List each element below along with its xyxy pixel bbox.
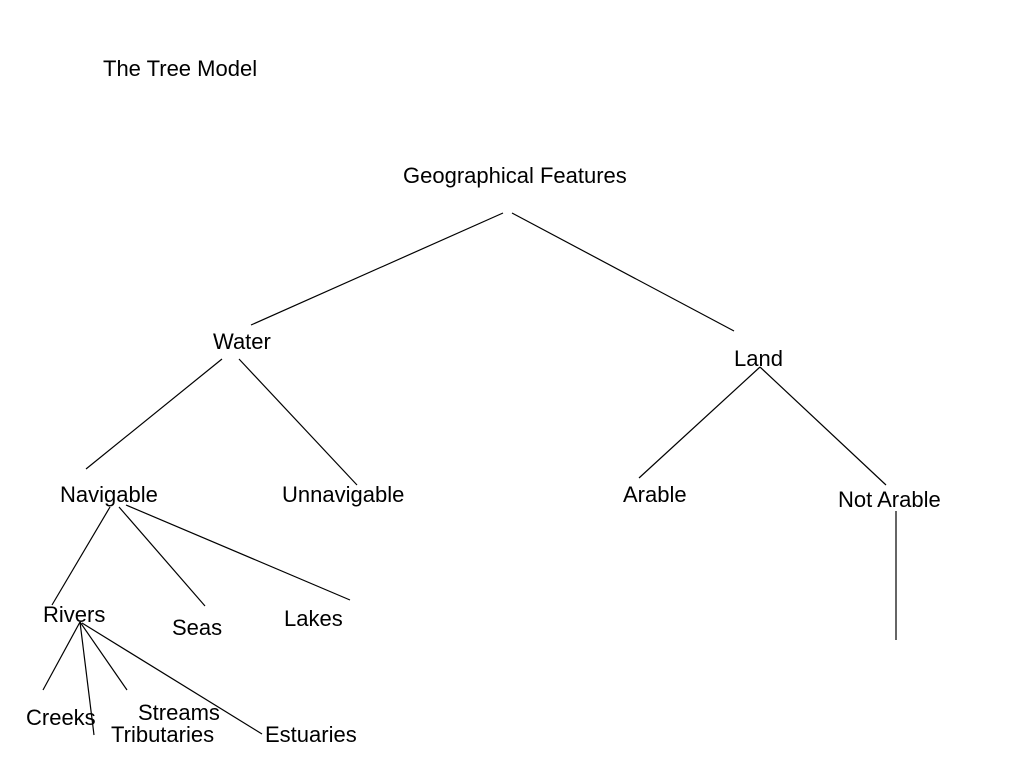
edge-rivers-creeks — [42, 621, 81, 691]
node-arable: Arable — [623, 482, 687, 507]
edge-water-navigable — [85, 358, 223, 470]
edge-land-not-arable — [759, 366, 887, 486]
page-title: The Tree Model — [103, 56, 258, 81]
node-lakes: Lakes — [284, 606, 343, 631]
node-seas: Seas — [172, 615, 223, 640]
node-water: Water — [213, 329, 271, 354]
edge-rivers-streams — [79, 621, 128, 691]
edge-rivers-tributaries — [79, 621, 95, 736]
node-estuaries: Estuaries — [265, 722, 357, 747]
edge-root-land — [511, 212, 735, 332]
edge-navigable-rivers — [51, 506, 111, 606]
edge-root-water — [250, 212, 504, 326]
edge-rivers-estuaries — [81, 622, 263, 735]
edge-water-unnavigable — [238, 358, 358, 486]
node-geographical-features: Geographical Features — [403, 163, 627, 188]
node-land: Land — [734, 346, 783, 371]
node-rivers: Rivers — [43, 602, 106, 627]
node-unnavigable: Unnavigable — [282, 482, 405, 507]
edge-land-arable — [638, 366, 761, 479]
node-navigable: Navigable — [60, 482, 158, 507]
edge-navigable-seas — [118, 506, 206, 607]
edge-navigable-lakes — [125, 504, 351, 601]
node-not-arable: Not Arable — [838, 487, 941, 512]
node-creeks: Creeks — [26, 705, 96, 730]
node-streams: Streams — [138, 700, 220, 725]
node-tributaries: Tributaries — [111, 722, 215, 747]
